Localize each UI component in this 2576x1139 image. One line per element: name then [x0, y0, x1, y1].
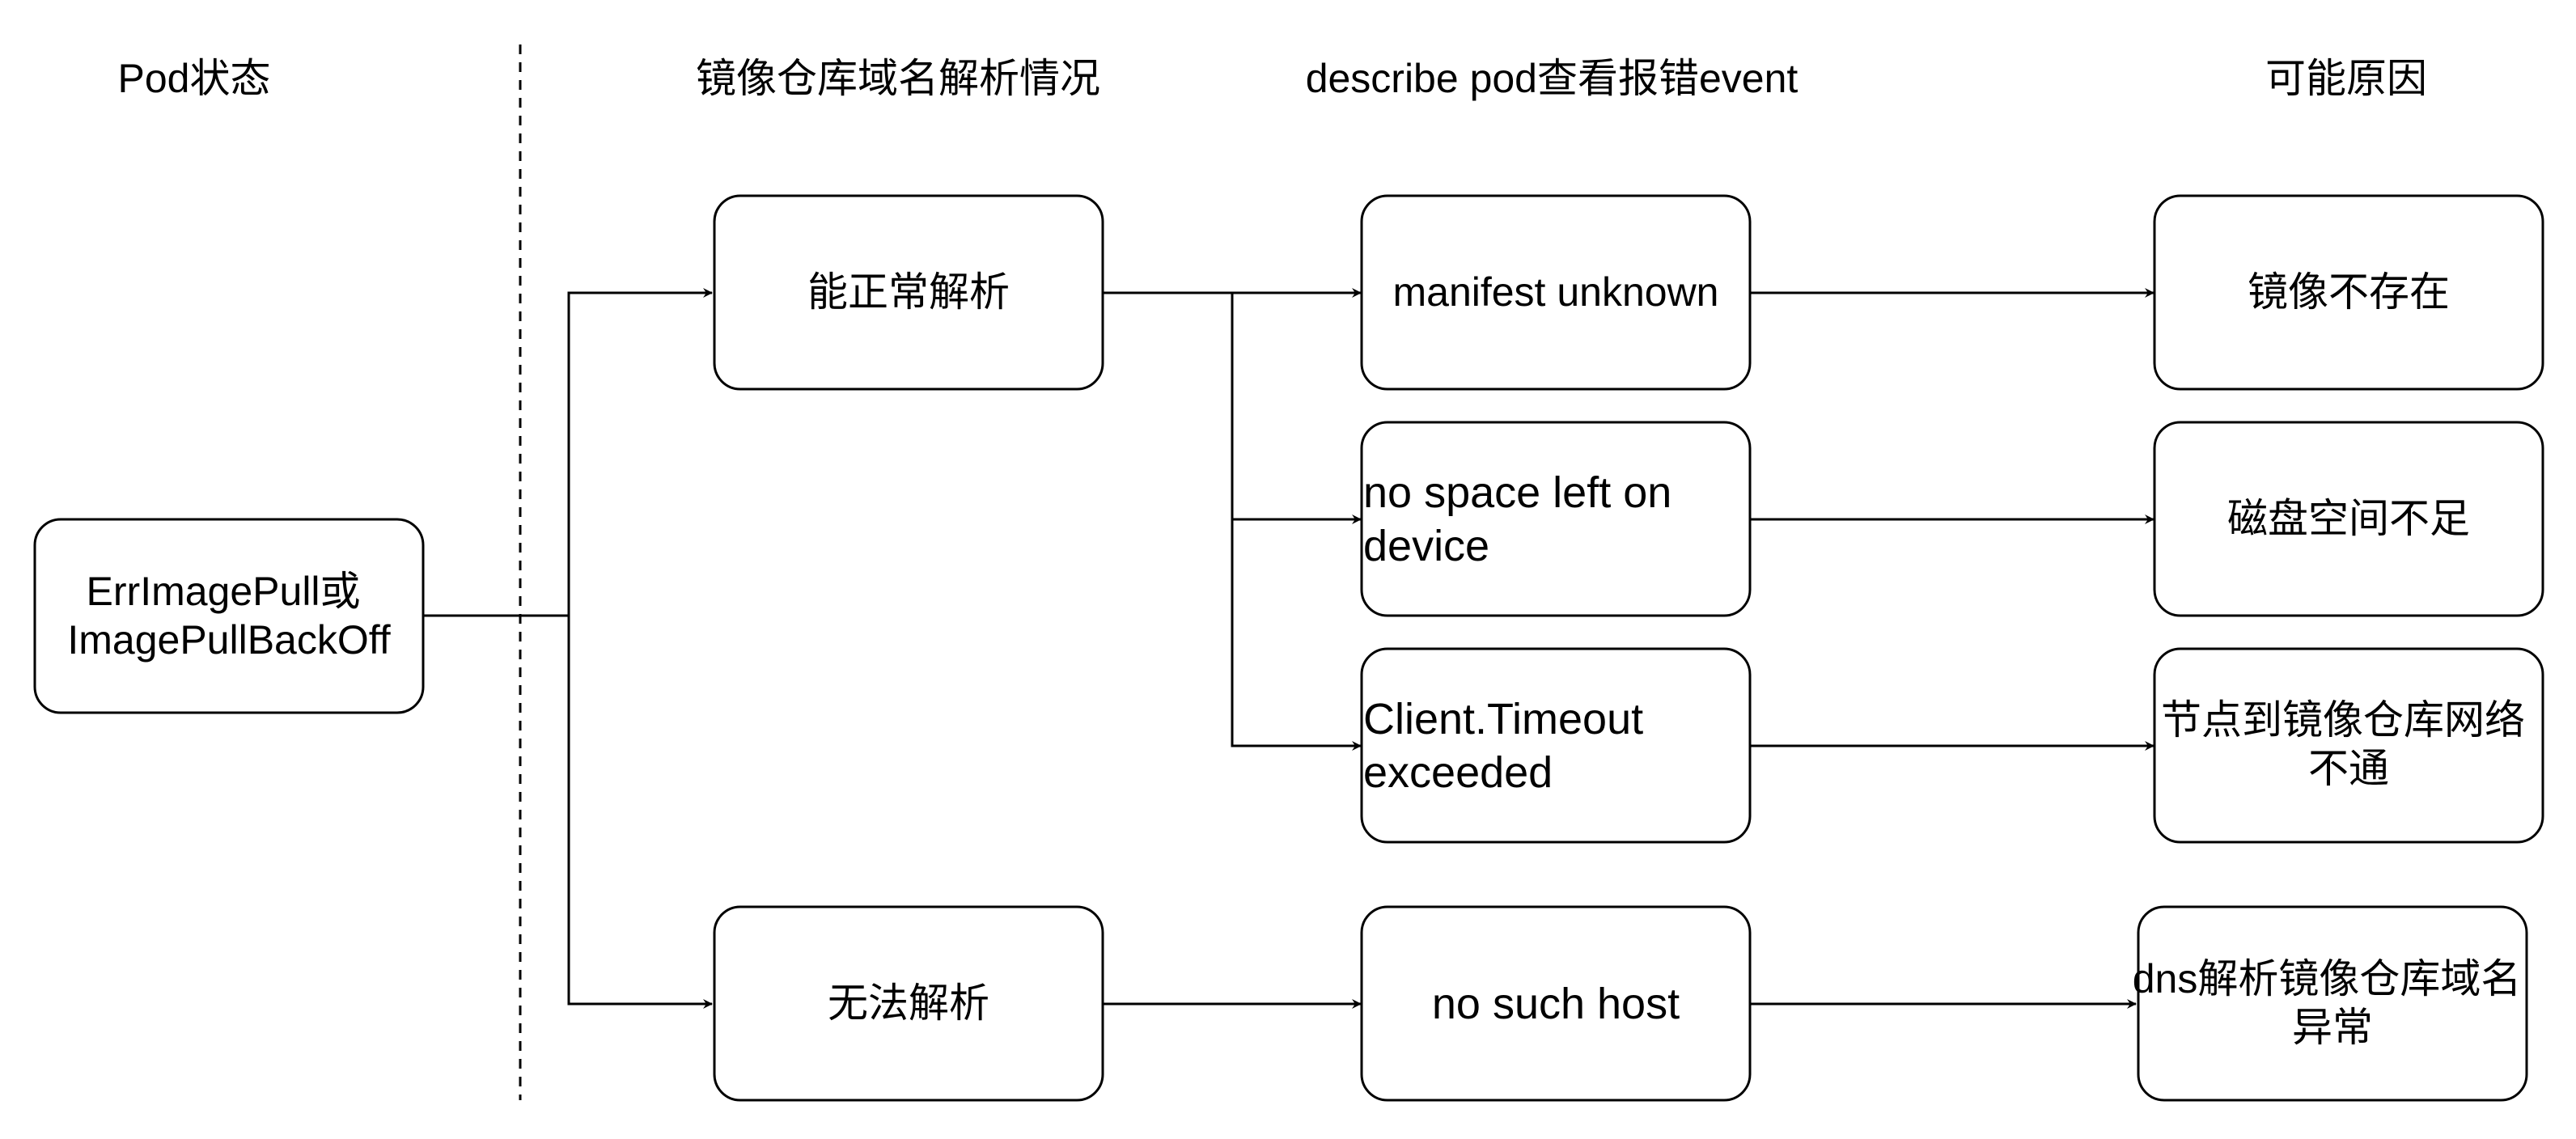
edge-resolves-ok-to-timeout — [1231, 519, 1362, 751]
svg-text:节点到镜像仓库网络 不通: 节点到镜像仓库网络 不通 — [2161, 697, 2536, 791]
node-event-no-such-host: no such host — [1360, 905, 1752, 1102]
event-no-space-line-2: device — [1363, 522, 1489, 570]
edge-branch-to-cannot-resolve — [567, 616, 713, 1009]
svg-text:dns解析镜像仓库域名 异常: dns解析镜像仓库域名 异常 — [2133, 956, 2533, 1050]
event-client-timeout-line-1: Client.Timeout — [1363, 695, 1643, 743]
cause-dns-line-2: 异常 — [2292, 1005, 2373, 1050]
cause-network-line-1: 节点到镜像仓库网络 — [2161, 697, 2525, 743]
header-pod-status: Pod状态 — [118, 56, 271, 101]
header-dns-resolution: 镜像仓库域名解析情况 — [696, 56, 1100, 101]
pod-state-line-2: ImagePullBackOff — [67, 617, 390, 663]
header-possible-cause: 可能原因 — [2265, 56, 2427, 101]
edge-branch-to-resolves-ok — [567, 288, 713, 616]
cause-network-line-2: 不通 — [2308, 746, 2389, 791]
event-client-timeout-line-2: exceeded — [1363, 748, 1553, 797]
node-event-manifest-unknown: manifest unknown — [1360, 194, 1752, 391]
cause-image-missing-label: 镜像不存在 — [2248, 269, 2450, 315]
event-no-such-host-label: no such host — [1432, 980, 1680, 1028]
node-event-no-space: no space left on device — [1360, 421, 1752, 617]
node-cause-image-missing: 镜像不存在 — [2153, 194, 2544, 391]
node-cause-disk-full: 磁盘空间不足 — [2153, 421, 2544, 617]
cannot-resolve-label: 无法解析 — [828, 980, 989, 1026]
header-describe-event: describe pod查看报错event — [1306, 56, 1799, 101]
event-manifest-unknown-label: manifest unknown — [1392, 269, 1718, 315]
node-cannot-resolve: 无法解析 — [713, 905, 1104, 1102]
node-event-client-timeout: Client.Timeout exceeded — [1360, 647, 1752, 844]
event-no-space-line-1: no space left on — [1363, 468, 1671, 517]
node-pod-state: ErrImagePull或 ImagePullBackOff — [33, 518, 425, 714]
resolves-ok-label: 能正常解析 — [807, 269, 1010, 315]
edge-resolves-ok-to-no-space — [1231, 293, 1362, 524]
cause-disk-full-label: 磁盘空间不足 — [2227, 496, 2470, 541]
svg-text:ErrImagePull或 ImagePullB: ErrImagePull或 ImagePullBackOff — [67, 569, 390, 663]
node-cause-dns-error: dns解析镜像仓库域名 异常 — [2133, 905, 2533, 1102]
connectors — [423, 288, 2154, 1009]
node-cause-network-unreachable: 节点到镜像仓库网络 不通 — [2153, 647, 2544, 844]
svg-text:no space left on device: no space left on device — [1363, 468, 1684, 570]
cause-dns-line-1: dns解析镜像仓库域名 — [2133, 956, 2522, 1001]
node-resolves-ok: 能正常解析 — [713, 194, 1104, 391]
pod-state-line-1: ErrImagePull或 — [87, 569, 361, 614]
svg-text:Client.Timeout exceeded: Client.Timeout exceeded — [1363, 695, 1655, 797]
